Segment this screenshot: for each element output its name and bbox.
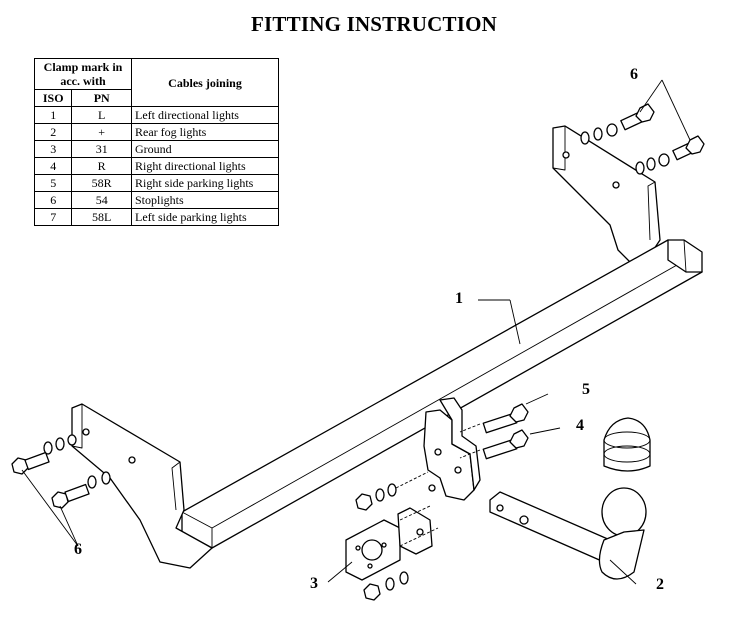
- clamp-mark-header: Clamp mark in acc. with: [34, 58, 132, 90]
- top-right-bolts: [580, 103, 705, 175]
- clamp-table: Clamp mark in acc. with Cables joining I…: [33, 58, 279, 226]
- callout-6-bottom: 6: [74, 541, 82, 558]
- cables-joining-header: Cables joining: [131, 58, 279, 107]
- left-bolts: [11, 434, 111, 509]
- callout-4: 4: [576, 417, 584, 434]
- iso-cell: 7: [33, 208, 73, 226]
- callout-6-top: 6: [630, 66, 638, 83]
- desc-cell: Left side parking lights: [131, 208, 279, 226]
- callout-2: 2: [656, 576, 664, 593]
- page-title: FITTING INSTRUCTION: [251, 12, 497, 36]
- socket-plate: [345, 505, 439, 601]
- iso-cell: 5: [33, 174, 73, 192]
- pn-header: PN: [71, 89, 132, 107]
- bracket-nuts: [355, 471, 429, 511]
- desc-cell: Ground: [131, 140, 279, 158]
- center-bolts: [459, 403, 529, 460]
- desc-cell: Right side parking lights: [131, 174, 279, 192]
- pn-cell: 54: [71, 191, 132, 209]
- right-mounting-bracket: [552, 125, 661, 263]
- desc-cell: Stoplights: [131, 191, 279, 209]
- desc-cell: Right directional lights: [131, 157, 279, 175]
- table-header-row: Clamp mark in acc. with Cables joining: [34, 58, 279, 107]
- tow-ball: [489, 417, 651, 580]
- ball-mount-bracket: [423, 397, 481, 501]
- callout-1: 1: [455, 290, 463, 307]
- pn-cell: 31: [71, 140, 132, 158]
- callout-5: 5: [582, 381, 590, 398]
- callout-leaders: [21, 79, 691, 585]
- pn-cell: 58L: [71, 208, 132, 226]
- callout-3: 3: [310, 575, 318, 592]
